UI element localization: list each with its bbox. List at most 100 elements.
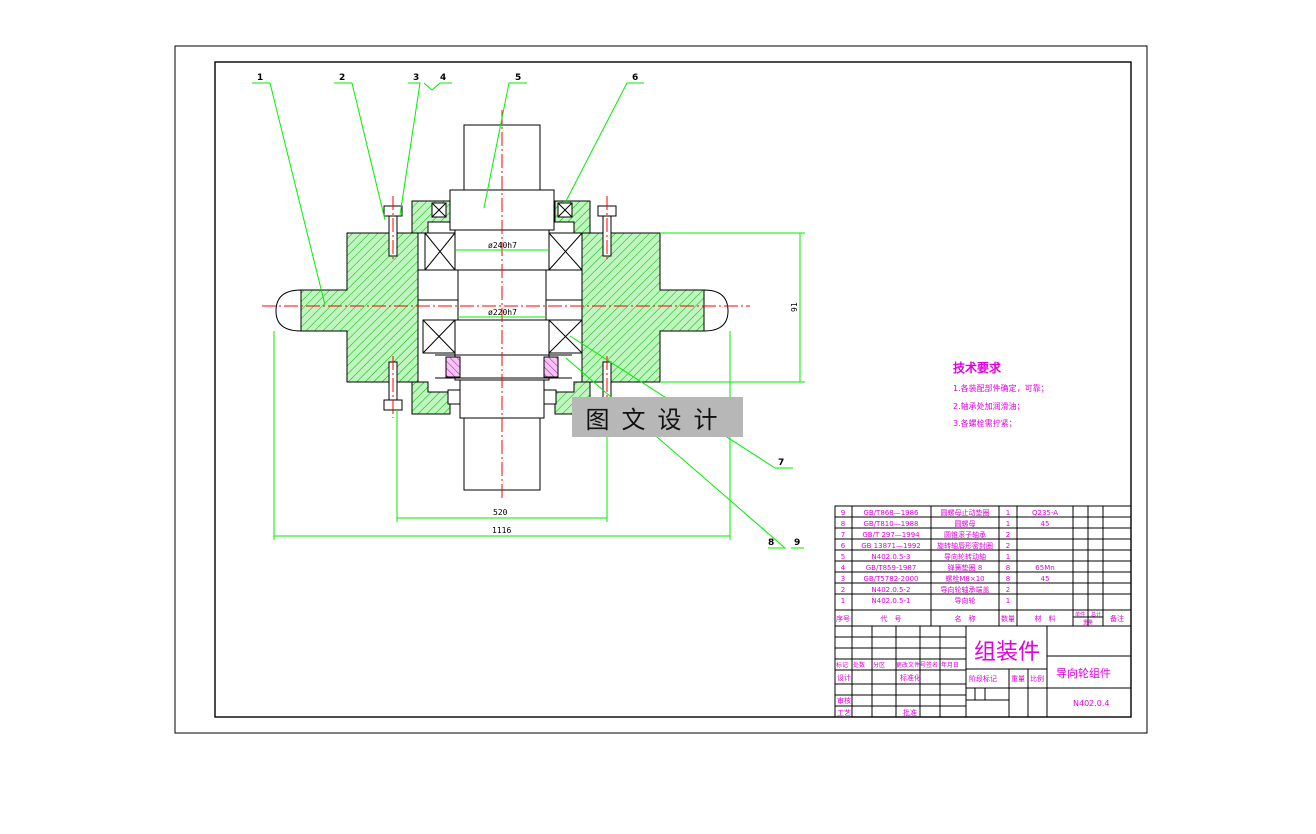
leader-lines	[252, 82, 804, 549]
bom-cell-name: 旋转轴唇形密封圈	[937, 541, 993, 550]
assembly-label: 组装件	[974, 640, 1040, 665]
bom-cell-no: 1	[841, 597, 845, 605]
bom-cell-qty: 8	[1006, 575, 1010, 583]
bom-cell-name: 导向轮转动轴	[944, 552, 986, 561]
bom-cell-material: 45	[1041, 575, 1050, 583]
bom-cell-code: GB/T 297—1994	[862, 531, 920, 539]
tech-item-1: 1.各装配部件确定，可靠；	[953, 383, 1049, 393]
bom-cell-qty: 2	[1006, 531, 1010, 539]
bom-cell-qty: 1	[1006, 597, 1010, 605]
bom-header-code: 代 号	[881, 614, 902, 623]
tech-item-2: 2.轴承处加润滑油；	[953, 401, 1025, 411]
bom-cell-qty: 2	[1006, 586, 1010, 594]
dim-diameter-240: ø240h7	[488, 241, 517, 250]
bom-header-no: 序号	[836, 614, 850, 623]
rev-header-6: 年月日	[941, 661, 959, 669]
bom-header-total-weight: 总计	[1091, 611, 1101, 618]
tech-item-3: 3.各螺栓需拧紧；	[953, 418, 1017, 428]
dim-diameter-220: ø220h7	[488, 308, 517, 317]
dim-width-outer: 1116	[492, 526, 511, 535]
bom-cell-no: 6	[841, 542, 846, 550]
bom-cell-no: 9	[841, 509, 845, 517]
rev-header-5: 签名	[926, 661, 938, 669]
callout-9: 9	[794, 538, 800, 548]
bearings	[422, 202, 583, 405]
bom-header-weight: 重量	[1083, 619, 1093, 626]
rev-header-3: 分区	[873, 661, 885, 669]
inner-frame	[214, 61, 1132, 718]
bom-cell-name: 弹簧垫圈 8	[948, 563, 983, 572]
dim-width-inner: 520	[493, 508, 508, 517]
center-lines	[262, 110, 750, 500]
bom-header-qty: 数量	[1001, 614, 1015, 623]
bom-cell-no: 5	[841, 553, 845, 561]
bom-cell-no: 3	[841, 575, 845, 583]
outer-frame	[174, 45, 1148, 734]
callout-3: 3	[413, 73, 419, 83]
callout-7: 7	[778, 458, 784, 468]
bom-cell-code: N402.0.5-2	[872, 586, 911, 594]
bom-cell-code: N402.0.5-1	[872, 597, 911, 605]
bom-cell-qty: 1	[1006, 553, 1010, 561]
bom-cell-no: 7	[841, 531, 845, 539]
scale-label: 比例	[1030, 674, 1044, 683]
tech-requirements-title: 技术要求	[953, 360, 1002, 375]
round-nut	[435, 354, 572, 379]
bom-cell-material: 45	[1041, 520, 1050, 528]
bom-cell-material: 65Mn	[1035, 564, 1054, 572]
bom-cell-code: GB/T868—1986	[863, 509, 919, 517]
bom-cell-no: 4	[841, 564, 846, 572]
watermark: 图文设计	[572, 397, 743, 437]
rev-header-2: 处数	[853, 661, 865, 669]
bom-cell-code: GB/T810—1988	[863, 520, 918, 528]
bom-cell-material: Q235-A	[1032, 509, 1058, 517]
standardization-label: 标准化	[900, 673, 921, 682]
bom-header-remark: 备注	[1110, 614, 1124, 623]
bom-cell-qty: 2	[1006, 542, 1010, 550]
bom-cell-no: 2	[841, 586, 845, 594]
dim-height: 91	[790, 302, 799, 312]
callouts: 1 2 3 4 5 6 7 8 9	[257, 73, 800, 548]
bom-cell-name: 导向轮	[955, 596, 976, 605]
bom-cell-code: GB/T859-1987	[866, 564, 917, 572]
bom-cell-code: GB/T5782-2000	[863, 575, 918, 583]
callout-1: 1	[257, 73, 263, 83]
bom-cell-name: 导向轮轴承端盖	[941, 585, 990, 594]
bill-of-materials	[834, 505, 1132, 627]
bom-cell-name: 圆螺母止动垫圈	[941, 508, 990, 517]
design-label: 设计	[837, 673, 851, 682]
rev-header-1: 标记	[836, 661, 848, 669]
bom-cell-no: 8	[841, 520, 845, 528]
bom-cell-name: 圆锥滚子轴承	[944, 530, 986, 539]
tech-requirements: 技术要求 1.各装配部件确定，可靠； 2.轴承处加润滑油； 3.各螺栓需拧紧；	[953, 360, 1049, 428]
bom-cell-name: 螺栓M8×10	[945, 574, 984, 583]
bom-header-unit-weight: 单件	[1075, 611, 1085, 618]
approve-label: 批准	[903, 708, 917, 717]
bom-header-name: 名 称	[955, 614, 976, 623]
stage-mark-label: 阶段标记	[969, 674, 997, 683]
rev-header-4: 更改文件号	[896, 661, 926, 669]
bom-cell-code: N402.0.5-3	[872, 553, 911, 561]
bom-cell-qty: 8	[1006, 564, 1010, 572]
process-label: 工艺	[837, 709, 851, 717]
bom-header-material: 材 料	[1035, 614, 1056, 623]
title-block-text: 组装件 导向轮组件 N402.0.4 标记 处数 分区 更改文件号 签名 年月日…	[836, 640, 1111, 717]
bom-cell-qty: 1	[1006, 509, 1010, 517]
title-block	[834, 625, 1132, 718]
bom-cell-name: 圆螺母	[955, 519, 976, 528]
callout-4: 4	[440, 73, 446, 83]
callout-5: 5	[515, 73, 521, 83]
callout-2: 2	[339, 73, 345, 83]
callout-6: 6	[632, 73, 638, 83]
bom-cell-code: GB 13871—1992	[861, 542, 921, 550]
wheel-body	[275, 232, 729, 383]
dimension-lines	[273, 232, 805, 540]
part-name: 导向轮组件	[1056, 666, 1111, 680]
weight-label: 重量	[1011, 675, 1025, 683]
review-label: 审核	[837, 696, 851, 705]
bom-cell-qty: 1	[1006, 520, 1010, 528]
drawing-number: N402.0.4	[1073, 699, 1110, 708]
callout-8: 8	[768, 538, 774, 548]
bom-text: 9 GB/T868—1986 圆螺母止动垫圈 1 Q235-A 8 GB/T810—1988…	[836, 508, 1124, 626]
